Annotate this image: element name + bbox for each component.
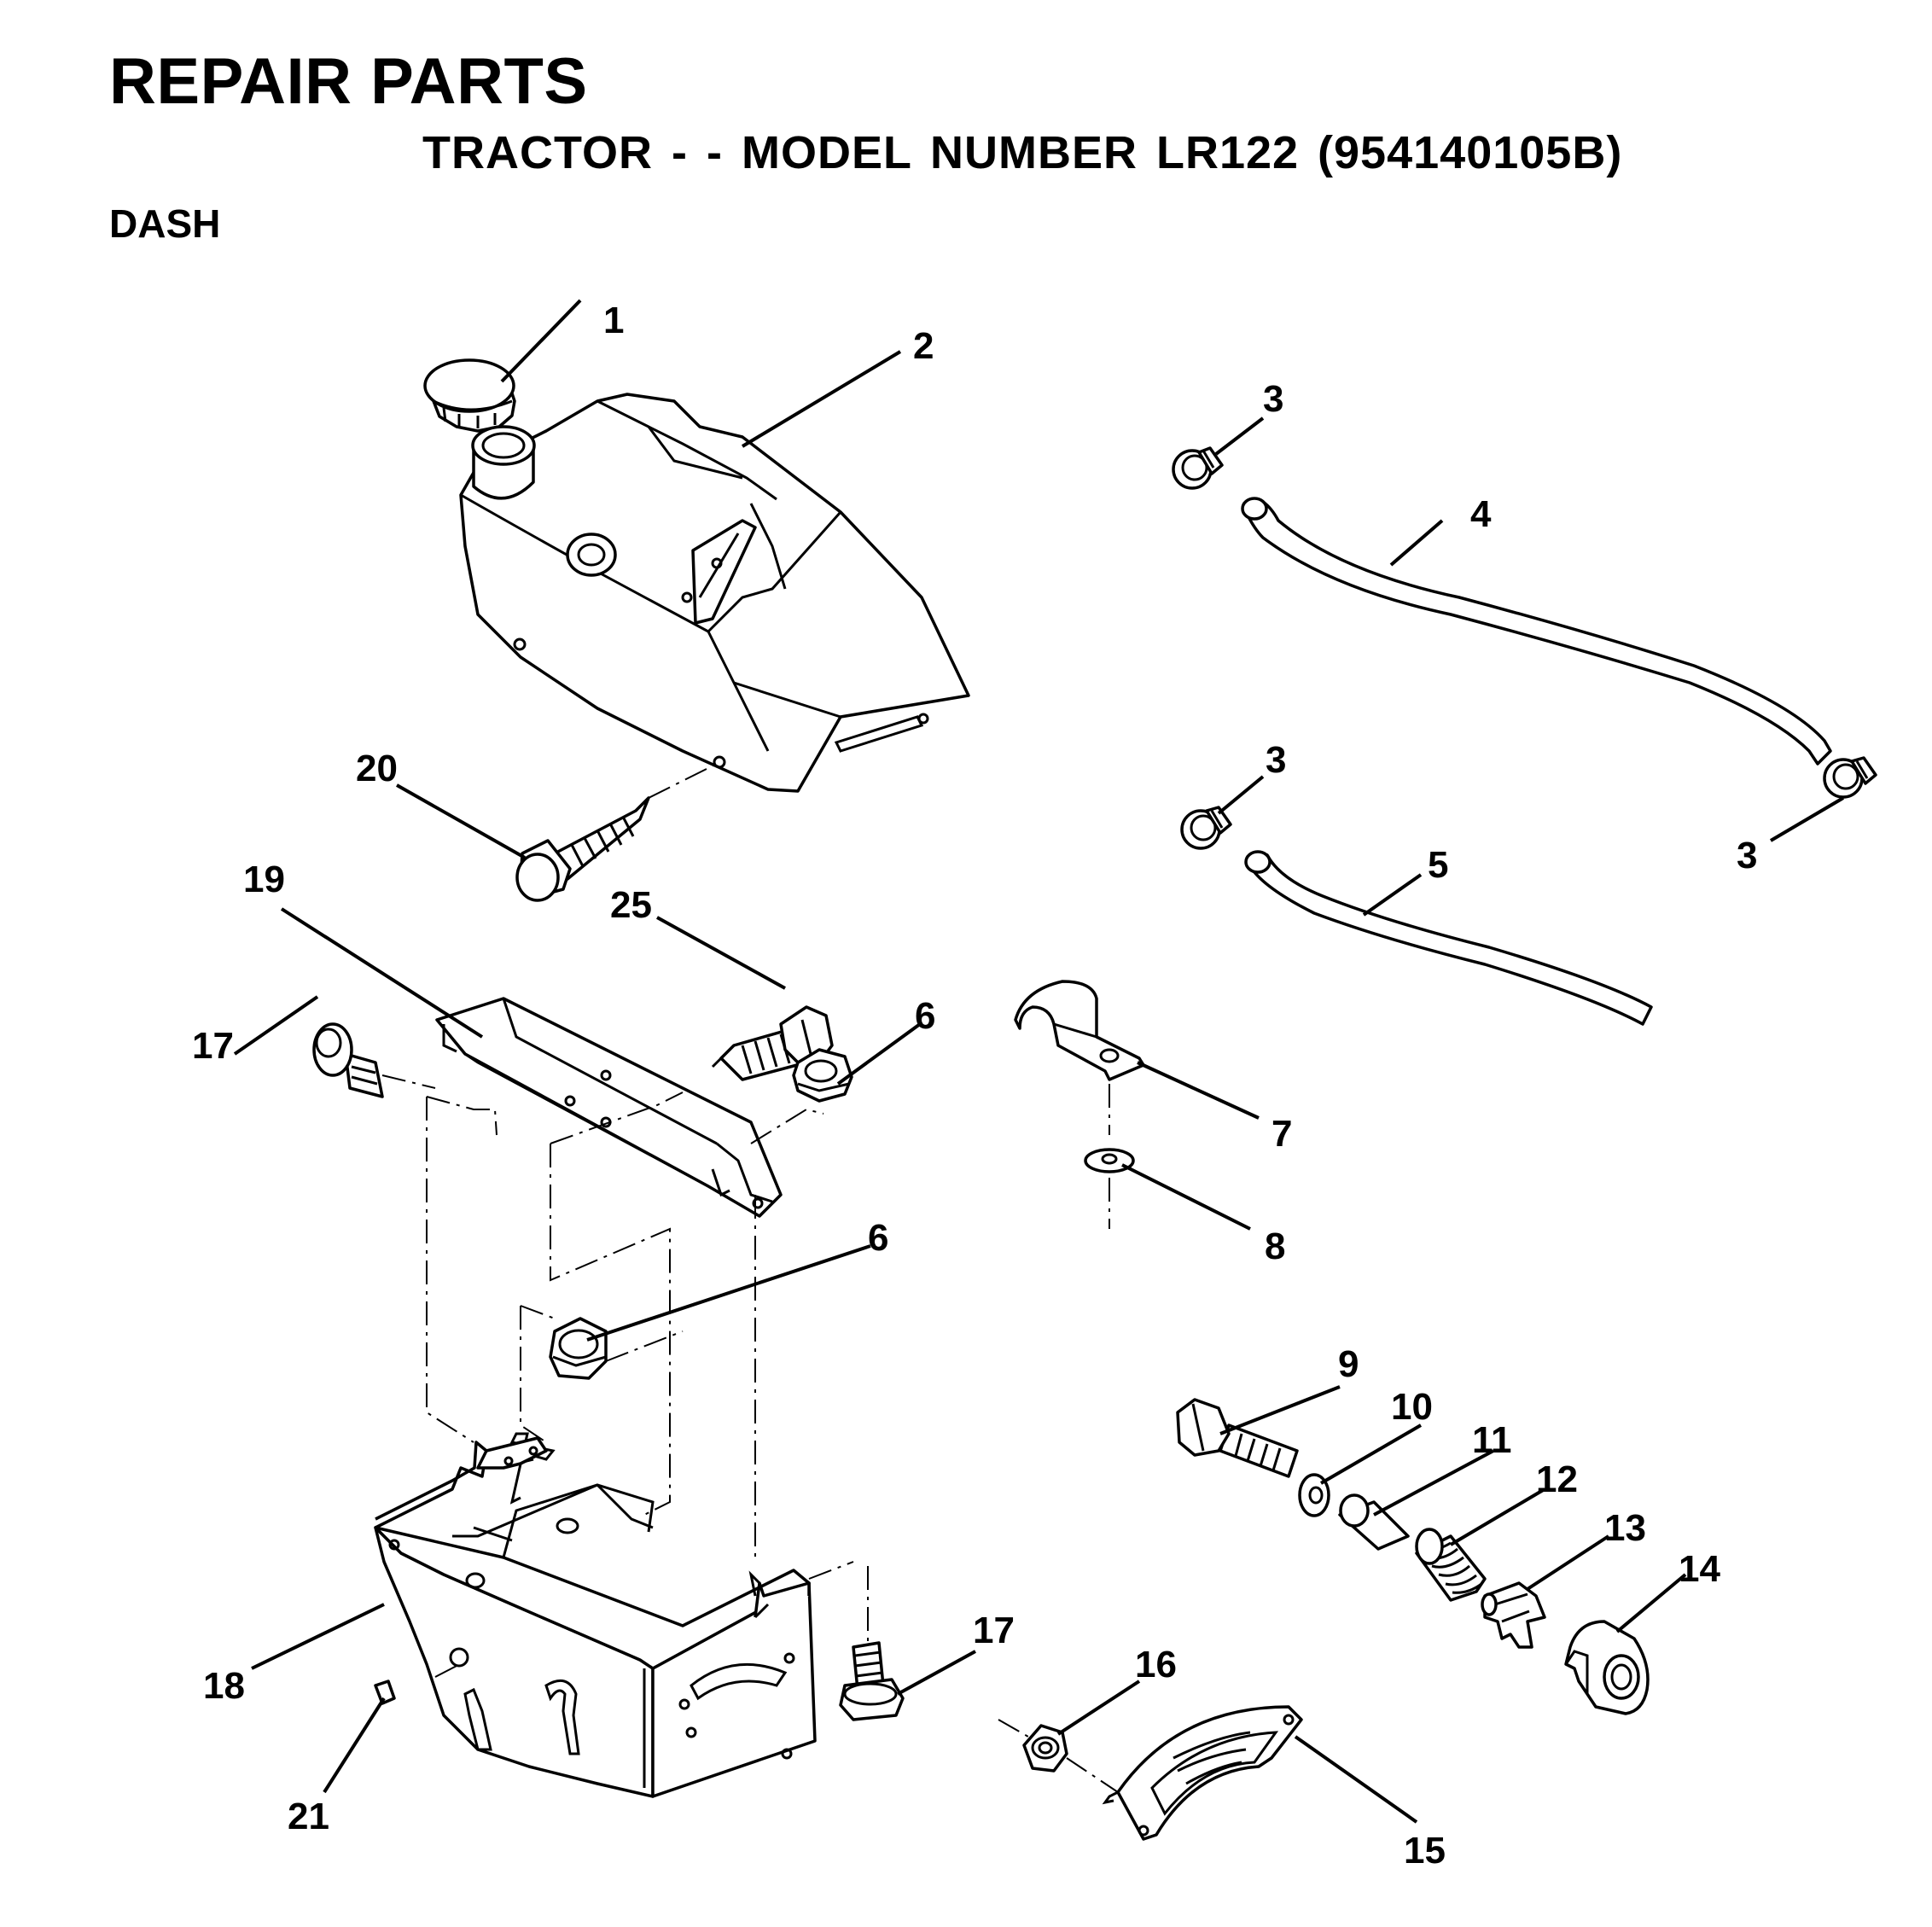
part-fuel-neck — [471, 425, 536, 500]
callout-17: 17 — [973, 1610, 1015, 1651]
part-bracket-clip-13[interactable] — [1481, 1581, 1546, 1649]
callout-17: 17 — [192, 1025, 234, 1067]
centerline — [381, 1074, 436, 1089]
callout-19: 19 — [243, 859, 285, 900]
callout-13: 13 — [1604, 1507, 1646, 1549]
callout-16: 16 — [1135, 1644, 1177, 1685]
part-nut-16[interactable] — [1022, 1724, 1068, 1773]
callout-5: 5 — [1428, 844, 1448, 886]
part-line-clamp-7[interactable] — [1014, 980, 1145, 1081]
part-dash-panel-18[interactable] — [374, 1432, 817, 1798]
part-screw-17-upper[interactable] — [312, 1022, 384, 1098]
part-hex-nut-6-lower[interactable] — [549, 1317, 608, 1380]
part-spring-12[interactable] — [1415, 1528, 1487, 1602]
centerline — [648, 763, 718, 799]
callout-3: 3 — [1266, 739, 1286, 781]
part-bolt-9[interactable] — [1176, 1398, 1299, 1478]
callout-25: 25 — [610, 884, 652, 926]
callout-4: 4 — [1470, 493, 1492, 535]
centerline — [1066, 1757, 1119, 1793]
callout-6: 6 — [915, 995, 935, 1037]
part-hose-clamp-3c[interactable] — [1823, 756, 1877, 799]
callout-3: 3 — [1263, 378, 1283, 420]
section-label: DASH — [109, 201, 221, 246]
part-fuel-line-4[interactable] — [1241, 497, 1832, 766]
callout-12: 12 — [1536, 1458, 1578, 1500]
callout-6: 6 — [868, 1217, 888, 1259]
part-fuel-tank[interactable] — [459, 393, 970, 793]
part-hose-clamp-3a[interactable] — [1172, 446, 1224, 490]
page-subtitle: TRACTOR - - MODEL NUMBER LR122 (95414010… — [422, 127, 1623, 178]
part-washer-8[interactable] — [1084, 1148, 1135, 1173]
part-hex-nut-6-upper[interactable] — [792, 1048, 853, 1103]
callout-14: 14 — [1679, 1548, 1720, 1590]
callout-10: 10 — [1391, 1386, 1433, 1428]
part-decal-plate-15[interactable] — [1102, 1705, 1303, 1841]
part-bushing-14[interactable] — [1564, 1620, 1650, 1715]
callout-7: 7 — [1272, 1113, 1292, 1155]
callout-21: 21 — [288, 1796, 329, 1837]
part-washer-10[interactable] — [1298, 1473, 1330, 1517]
callout-18: 18 — [203, 1665, 245, 1707]
part-fuel-line-5[interactable] — [1244, 850, 1653, 1026]
part-fuel-cap[interactable] — [423, 358, 516, 433]
callout-11: 11 — [1472, 1419, 1512, 1461]
part-dash-tabs — [476, 1436, 548, 1470]
part-hose-clamp-3b[interactable] — [1180, 806, 1232, 850]
callout-2: 2 — [913, 325, 934, 367]
assembly-centerlines — [426, 1092, 854, 1678]
callout-20: 20 — [356, 748, 398, 789]
callout-labels: 1 2 3 3 3 4 5 6 6 7 8 9 10 11 12 13 14 1… — [192, 300, 1757, 1872]
centerline — [998, 1719, 1029, 1738]
part-spacer-11[interactable] — [1338, 1493, 1410, 1551]
part-bracket-19[interactable] — [435, 997, 783, 1218]
part-screw-17-lower[interactable] — [839, 1641, 905, 1721]
callout-1: 1 — [603, 300, 624, 341]
callout-15: 15 — [1404, 1830, 1446, 1872]
callout-9: 9 — [1338, 1343, 1359, 1385]
part-plug-21[interactable] — [374, 1680, 396, 1705]
leader-lines — [233, 299, 1845, 1824]
page-title: REPAIR PARTS — [109, 45, 588, 118]
callout-8: 8 — [1265, 1225, 1285, 1267]
callout-3: 3 — [1737, 835, 1757, 876]
